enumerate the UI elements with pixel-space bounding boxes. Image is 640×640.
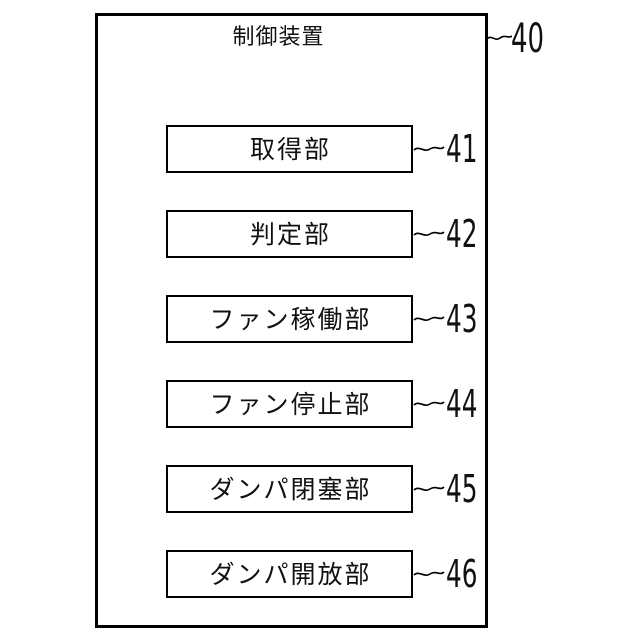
- acquisition-unit-label: 取得部: [249, 134, 331, 164]
- unit-row-acquisition: 取得部 41: [166, 125, 516, 173]
- ref-number-44: 44: [446, 382, 478, 426]
- unit-row-fan-operation: ファン稼働部 43: [166, 295, 516, 343]
- fan-stop-unit-label: ファン停止部: [209, 389, 372, 419]
- damper-open-unit-label: ダンパ開放部: [209, 559, 372, 589]
- fan-operation-unit-label: ファン稼働部: [209, 304, 372, 334]
- control-device-label: 制御装置: [232, 25, 325, 50]
- tilde-leader-line-44: [413, 398, 445, 410]
- damper-close-unit-box: ダンパ閉塞部: [166, 465, 413, 513]
- fan-operation-unit-box: ファン稼働部: [166, 295, 413, 343]
- tilde-leader-line-46: [413, 568, 445, 580]
- tilde-leader-line-40: [487, 32, 512, 44]
- ref-number-45: 45: [446, 467, 478, 511]
- tilde-leader-line-45: [413, 483, 445, 495]
- damper-open-unit-box: ダンパ開放部: [166, 550, 413, 598]
- ref-number-40: 40: [511, 16, 545, 62]
- determination-unit-label: 判定部: [249, 219, 331, 249]
- ref-number-41: 41: [446, 127, 478, 171]
- unit-row-determination: 判定部 42: [166, 210, 516, 258]
- ref-number-42: 42: [446, 212, 478, 256]
- unit-row-damper-open: ダンパ開放部 46: [166, 550, 516, 598]
- ref-number-43: 43: [446, 297, 478, 341]
- tilde-leader-line-43: [413, 313, 445, 325]
- unit-row-damper-close: ダンパ閉塞部 45: [166, 465, 516, 513]
- determination-unit-box: 判定部: [166, 210, 413, 258]
- acquisition-unit-box: 取得部: [166, 125, 413, 173]
- tilde-leader-line-42: [413, 228, 445, 240]
- tilde-leader-line-41: [413, 143, 445, 155]
- damper-close-unit-label: ダンパ閉塞部: [209, 474, 372, 504]
- fan-stop-unit-box: ファン停止部: [166, 380, 413, 428]
- ref-number-46: 46: [446, 552, 478, 596]
- unit-row-fan-stop: ファン停止部 44: [166, 380, 516, 428]
